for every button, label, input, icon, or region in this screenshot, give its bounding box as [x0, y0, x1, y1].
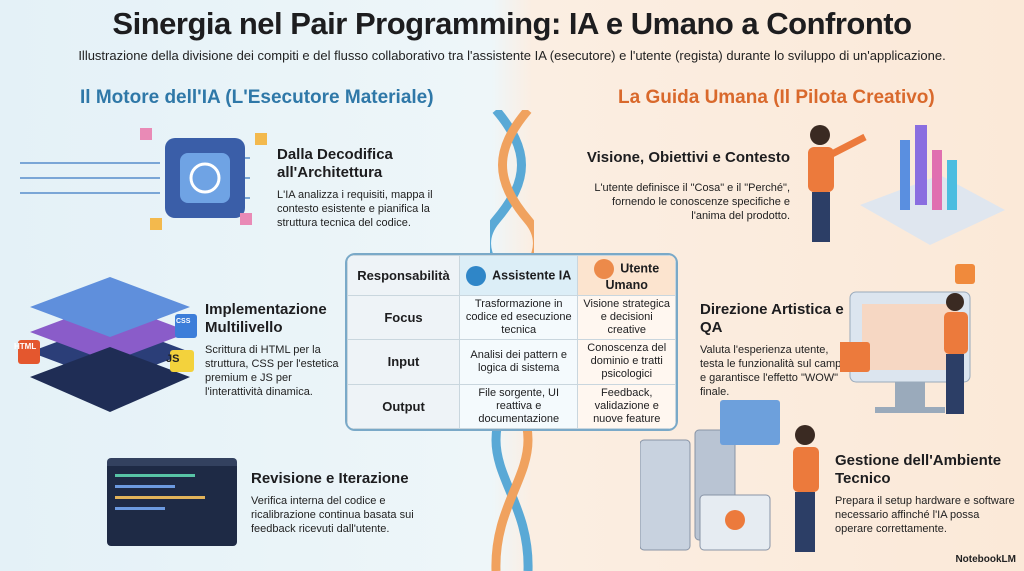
- block-title: Revisione e Iterazione: [251, 470, 409, 487]
- human-block-qa: Direzione Artistica e QA Valuta l'esperi…: [700, 301, 850, 399]
- ai-block-architecture: Dalla Decodifica all'Architettura L'IA a…: [277, 146, 437, 230]
- row-label: Input: [347, 339, 460, 385]
- cell-ai: Trasformazione in codice ed esecuzione t…: [458, 294, 579, 341]
- block-title: Direzione Artistica e QA: [700, 301, 844, 336]
- cell-ai: File sorgente, UI reattiva e documentazi…: [458, 383, 579, 429]
- block-text: Prepara il setup hardware e software nec…: [835, 495, 1015, 535]
- left-column-title: Il Motore dell'IA (L'Esecutore Materiale…: [80, 87, 434, 108]
- header-human: Utente Umano: [577, 255, 676, 296]
- cell-ai: Analisi dei pattern e logica di sistema: [458, 339, 579, 385]
- header-human-label: Utente Umano: [605, 261, 660, 292]
- subtitle: Illustrazione della divisione dei compit…: [78, 48, 946, 63]
- block-text: L'utente definisce il "Cosa" e il "Perch…: [594, 182, 790, 222]
- server-setup-illustration: [640, 400, 819, 552]
- header-ai: Assistente IA: [458, 255, 579, 296]
- code-editor-illustration: [107, 458, 237, 546]
- block-title: Gestione dell'Ambiente Tecnico: [835, 452, 1002, 487]
- cell-human: Visione strategica e decisioni creative: [577, 294, 676, 341]
- cell-human: Feedback, validazione e nuove feature: [577, 383, 676, 429]
- designer-monitor-illustration: [840, 264, 975, 414]
- person-city-illustration: [808, 125, 1005, 245]
- block-text: L'IA analizza i requisiti, mappa il cont…: [277, 189, 433, 229]
- row-label: Focus: [347, 294, 460, 341]
- right-column-title: La Guida Umana (Il Pilota Creativo): [618, 87, 935, 108]
- js-badge: JS: [166, 353, 180, 365]
- block-text: Scrittura di HTML per la struttura, CSS …: [205, 344, 339, 398]
- cell-human: Conoscenza del dominio e tratti psicolog…: [577, 339, 676, 385]
- block-text: Verifica interna del codice e ricalibraz…: [251, 495, 414, 535]
- block-title: Implementazione Multilivello: [205, 301, 327, 336]
- ai-logo-icon: [466, 265, 487, 286]
- html-badge: HTML: [14, 342, 37, 351]
- comparison-table: Responsabilità Assistente IA Utente Uman…: [345, 253, 678, 431]
- user-icon: [594, 259, 615, 279]
- ai-block-review: Revisione e Iterazione Verifica interna …: [251, 470, 431, 536]
- ai-chip-illustration: [20, 128, 267, 230]
- ai-block-implementation: Implementazione Multilivello Scrittura d…: [205, 301, 345, 399]
- block-text: Valuta l'esperienza utente, testa le fun…: [700, 344, 848, 398]
- human-block-vision: Visione, Obiettivi e Contesto L'utente d…: [575, 149, 790, 223]
- row-label: Output: [347, 383, 460, 429]
- code-layers-illustration: [18, 277, 197, 412]
- header-responsibility: Responsabilità: [347, 255, 460, 296]
- block-title: Dalla Decodifica all'Architettura: [277, 146, 393, 181]
- block-title: Visione, Obiettivi e Contesto: [586, 149, 790, 166]
- header-ai-label: Assistente IA: [492, 267, 572, 282]
- human-block-environment: Gestione dell'Ambiente Tecnico Prepara i…: [835, 452, 1015, 536]
- css-badge: CSS: [176, 318, 191, 325]
- notebooklm-brand: NotebookLM: [955, 554, 1016, 565]
- page-title: Sinergia nel Pair Programming: IA e Uman…: [112, 6, 912, 41]
